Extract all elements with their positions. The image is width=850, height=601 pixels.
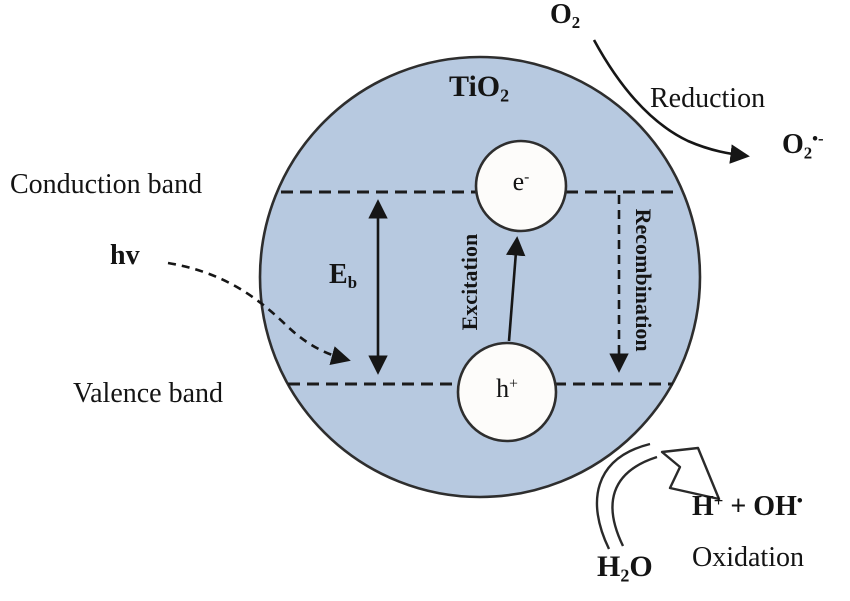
hole-label: h+ — [477, 374, 537, 404]
excitation-text: Excitation — [456, 233, 482, 331]
oxidation-arrow-outer-line — [595, 442, 651, 550]
water-subscript: 2 — [620, 565, 630, 586]
reduction-text: Reduction — [650, 83, 766, 114]
oxidation-text: Oxidation — [692, 542, 804, 573]
hole-circle — [456, 341, 558, 443]
oxidation-products-label: H+ + OH• — [692, 491, 803, 523]
superoxide-subscript: 2 — [803, 143, 813, 163]
oxygen-symbol: O — [550, 0, 572, 30]
hole-superscript: + — [509, 375, 518, 393]
photon-arrow — [167, 261, 351, 366]
reduction-arrow — [592, 39, 750, 164]
tio2-subscript: 2 — [500, 85, 510, 106]
water-label: H2O — [597, 550, 653, 586]
hole-symbol: h — [496, 374, 510, 403]
conduction-band-label: Conduction band — [10, 169, 203, 201]
recombination-label: Recombination — [631, 190, 657, 370]
superoxide-symbol: O — [782, 129, 804, 161]
superoxide-label: O2•- — [782, 129, 824, 163]
oxygen-subscript: 2 — [571, 13, 581, 33]
electron-symbol: e — [512, 167, 525, 196]
hydroxyl-superscript: • — [796, 491, 803, 510]
superoxide-superscript: •- — [812, 129, 824, 148]
band-gap-subscript: b — [347, 273, 358, 293]
reduction-label: Reduction — [650, 83, 766, 115]
conduction-band-text: Conduction band — [10, 169, 203, 200]
excitation-arrow — [505, 236, 526, 342]
oxidation-arrow — [595, 442, 721, 550]
proton-superscript: + — [713, 491, 724, 510]
excitation-label: Excitation — [456, 212, 482, 352]
water-o-symbol: O — [629, 550, 653, 583]
electron-superscript: - — [524, 168, 530, 186]
water-h-symbol: H — [597, 550, 621, 583]
oxidation-arrow-inner-line — [611, 455, 658, 547]
photon-label: hv — [110, 240, 140, 272]
valence-band-text: Valence band — [73, 378, 224, 409]
band-gap-symbol: E — [329, 259, 348, 290]
tio2-symbol: TiO — [449, 70, 501, 103]
oxygen-label: O2 — [550, 0, 580, 33]
oxidation-arrowhead — [660, 446, 721, 501]
photon-text: hv — [110, 240, 140, 271]
valence-band-label: Valence band — [73, 378, 224, 410]
tio2-label: TiO2 — [449, 70, 509, 106]
proton-symbol: H — [692, 491, 714, 523]
electron-circle — [474, 139, 568, 233]
tio2-particle-circle — [258, 55, 702, 499]
electron-label: e- — [491, 167, 551, 197]
hydroxyl-symbol: + OH — [723, 491, 797, 523]
band-gap-label: Eb — [329, 259, 358, 293]
oxidation-label: Oxidation — [692, 542, 804, 574]
recombination-text: Recombination — [631, 208, 657, 352]
